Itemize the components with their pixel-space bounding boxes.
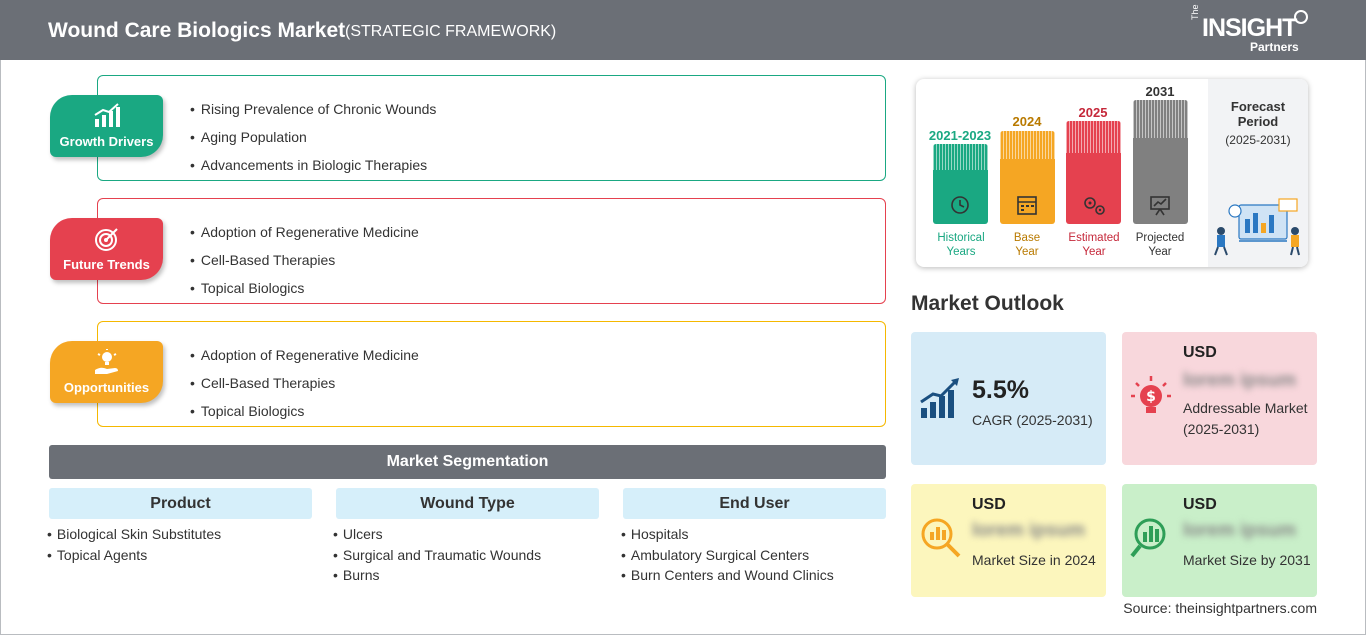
market-segmentation-title: Market Segmentation bbox=[49, 445, 886, 479]
forecast-range: (2025-2031) bbox=[1225, 133, 1291, 147]
growth-drivers-badge: Growth Drivers bbox=[50, 95, 163, 157]
year-historical: 2021-2023 bbox=[928, 128, 992, 143]
history-icon bbox=[951, 196, 969, 214]
market-size-2024-card: USD lorem ipsum Market Size in 2024 bbox=[911, 484, 1106, 597]
page-subtitle: (STRATEGIC FRAMEWORK) bbox=[345, 23, 557, 40]
opportunities-box: Adoption of Regenerative Medicine Cell-B… bbox=[97, 321, 886, 427]
segment-head-wound-type: Wound Type bbox=[336, 488, 599, 519]
list-item: Aging Population bbox=[190, 123, 436, 151]
growth-drivers-box: Rising Prevalence of Chronic Wounds Agin… bbox=[97, 75, 886, 181]
list-item: Adoption of Regenerative Medicine bbox=[190, 218, 419, 246]
segment-head-end-user: End User bbox=[623, 488, 886, 519]
page-title: Wound Care Biologics Market bbox=[48, 19, 346, 42]
future-trends-list: Adoption of Regenerative Medicine Cell-B… bbox=[190, 218, 419, 302]
year-estimated: 2025 bbox=[1078, 105, 1108, 120]
future-trends-box: Adoption of Regenerative Medicine Cell-B… bbox=[97, 198, 886, 304]
calendar-icon bbox=[1017, 196, 1037, 215]
market-size-2031-card: USD lorem ipsum Market Size by 2031 bbox=[1122, 484, 1317, 597]
list-item: Cell-Based Therapies bbox=[190, 369, 419, 397]
opportunities-badge: Opportunities bbox=[50, 341, 163, 403]
list-item: Adoption of Regenerative Medicine bbox=[190, 341, 419, 369]
source-note: Source: theinsightpartners.com bbox=[1123, 600, 1317, 616]
segment-list-wound-type: Ulcers Surgical and Traumatic Wounds Bur… bbox=[333, 524, 541, 586]
magnifier-bars-icon bbox=[1130, 518, 1166, 558]
currency-label: USD bbox=[1183, 496, 1217, 513]
cagr-card: 5.5% CAGR (2025-2031) bbox=[911, 332, 1106, 465]
blurred-value: lorem ipsum bbox=[972, 520, 1085, 541]
currency-label: USD bbox=[972, 496, 1006, 513]
currency-label: USD bbox=[1183, 344, 1217, 361]
hand-lightbulb-icon bbox=[95, 349, 118, 374]
timeline-bar-base bbox=[1000, 131, 1055, 224]
lightbulb-dollar-icon: $ bbox=[1131, 376, 1171, 413]
future-trends-badge: Future Trends bbox=[50, 218, 163, 280]
magnifier-chart-icon bbox=[921, 518, 961, 558]
segment-list-end-user: Hospitals Ambulatory Surgical Centers Bu… bbox=[621, 524, 834, 586]
addressable-market-label: Addressable Market (2025-2031) bbox=[1183, 400, 1308, 437]
market-size-2031-label: Market Size by 2031 bbox=[1183, 552, 1311, 568]
list-item: Cell-Based Therapies bbox=[190, 246, 419, 274]
segment-list-product: Biological Skin Substitutes Topical Agen… bbox=[47, 524, 221, 565]
cagr-value: 5.5% bbox=[972, 376, 1029, 404]
blurred-value: lorem ipsum bbox=[1183, 520, 1296, 541]
bar-chart-growth-icon bbox=[94, 103, 120, 127]
list-item: Topical Biologics bbox=[190, 397, 419, 425]
header-bar: Wound Care Biologics Market (STRATEGIC F… bbox=[0, 0, 1366, 60]
growth-chart-icon bbox=[920, 378, 959, 418]
list-item: Hospitals bbox=[621, 524, 834, 545]
year-projected: 2031 bbox=[1145, 84, 1175, 99]
presentation-icon bbox=[1150, 196, 1170, 216]
segment-head-product: Product bbox=[49, 488, 312, 519]
opportunities-list: Adoption of Regenerative Medicine Cell-B… bbox=[190, 341, 419, 425]
market-size-2024-label: Market Size in 2024 bbox=[972, 552, 1096, 568]
cagr-label: CAGR (2025-2031) bbox=[972, 412, 1093, 428]
list-item: Ambulatory Surgical Centers bbox=[621, 545, 834, 566]
timeline-bar-projected bbox=[1133, 100, 1188, 224]
svg-text:$: $ bbox=[1146, 389, 1156, 405]
timeline-bar-historical bbox=[933, 144, 988, 224]
addressable-market-card: USD lorem ipsum $ Addressable Market (20… bbox=[1122, 332, 1317, 465]
list-item: Burns bbox=[333, 565, 541, 586]
analyst-dashboard-icon bbox=[1214, 198, 1300, 256]
target-icon bbox=[95, 228, 118, 251]
list-item: Rising Prevalence of Chronic Wounds bbox=[190, 95, 437, 123]
market-outlook-title: Market Outlook bbox=[911, 292, 1064, 315]
year-base: 2024 bbox=[1012, 114, 1042, 129]
list-item: Advancements in Biologic Therapies bbox=[190, 151, 436, 179]
list-item: Topical Agents bbox=[47, 545, 221, 566]
timeline-bar-estimated bbox=[1066, 121, 1121, 224]
list-item: Biological Skin Substitutes bbox=[47, 524, 221, 545]
list-item: Ulcers bbox=[333, 524, 541, 545]
list-item: Surgical and Traumatic Wounds bbox=[333, 545, 541, 566]
insight-partners-logo[interactable]: The INSIGHT Partners bbox=[1188, 4, 1318, 54]
blurred-value: lorem ipsum bbox=[1183, 370, 1296, 391]
logo-ring-icon bbox=[1294, 10, 1308, 24]
growth-drivers-list: Rising Prevalence of Chronic Wounds Agin… bbox=[190, 95, 437, 179]
list-item: Topical Biologics bbox=[190, 274, 419, 302]
gears-icon bbox=[1084, 197, 1105, 215]
list-item: Burn Centers and Wound Clinics bbox=[621, 565, 834, 586]
